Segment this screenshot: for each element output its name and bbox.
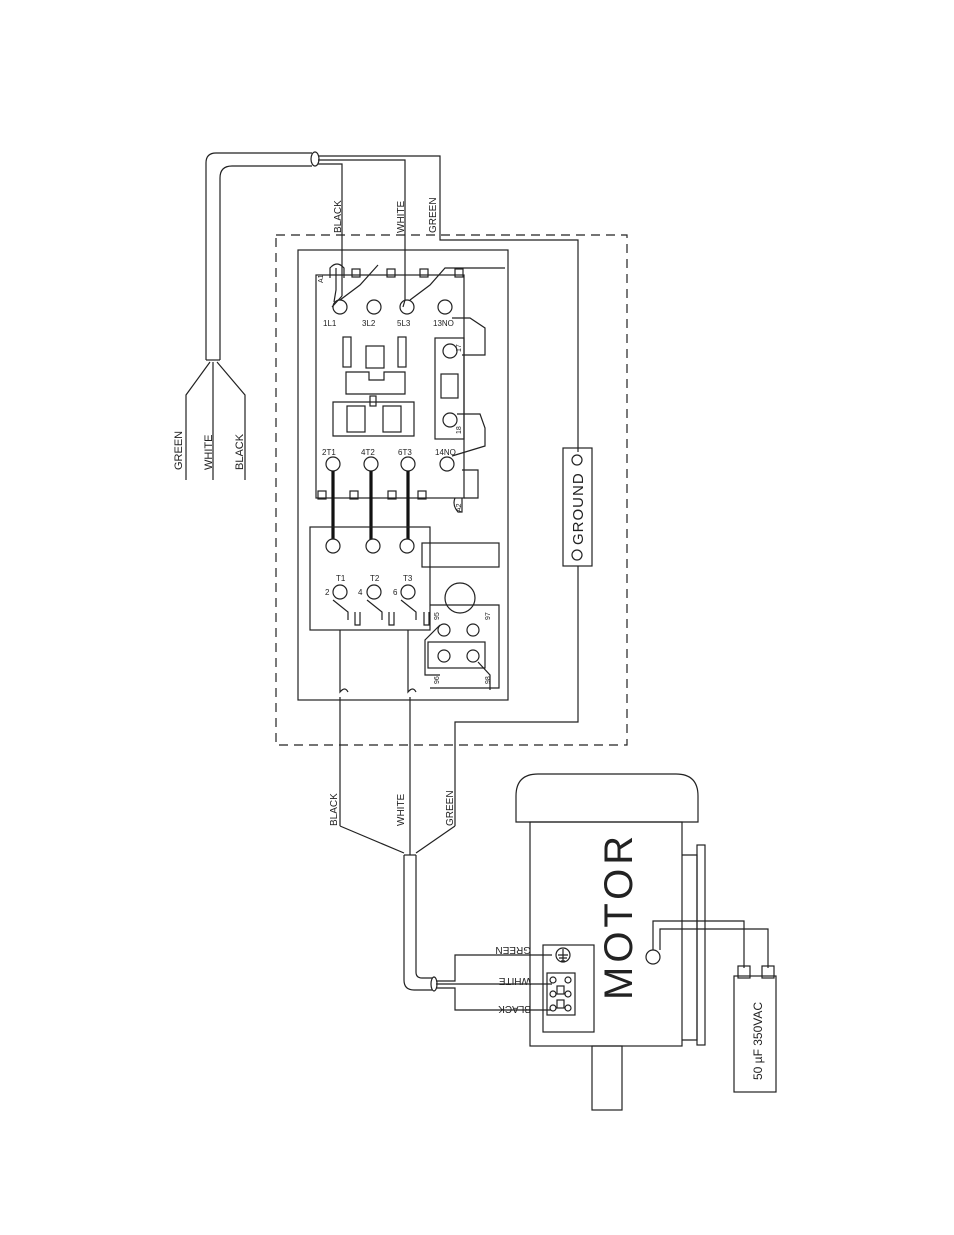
label-3l2: 3L2 <box>362 319 376 328</box>
label-2: 2 <box>325 588 330 597</box>
label-4t2: 4T2 <box>361 448 375 457</box>
motor-label-white: WHITE <box>498 975 531 986</box>
label-13no: 13NO <box>433 319 454 328</box>
motor-feed-cable <box>340 697 455 991</box>
terminal-13no <box>438 300 452 314</box>
terminal-96 <box>438 650 450 662</box>
terminal-14no <box>440 457 454 471</box>
label-17: 17 <box>456 344 463 352</box>
terminal-17 <box>443 344 457 358</box>
label-98: 98 <box>485 676 492 684</box>
label-96: 96 <box>434 676 441 684</box>
label-t2: T2 <box>370 574 380 583</box>
ground-label: GROUND <box>570 472 587 545</box>
capacitor-label: 50 µF 350VAC <box>751 1002 765 1080</box>
label-2t1: 2T1 <box>322 448 336 457</box>
overload-input-1 <box>326 539 340 553</box>
label-95: 95 <box>434 612 441 620</box>
label-14no: 14NO <box>435 448 456 457</box>
terminal-18 <box>443 413 457 427</box>
ground-screw-top <box>572 455 582 465</box>
supply-cord <box>186 152 578 480</box>
terminal-2t1 <box>326 457 340 471</box>
label-t3: T3 <box>403 574 413 583</box>
cord-label-white: WHITE <box>203 435 215 470</box>
cord-label-green: GREEN <box>173 431 185 470</box>
panel-entry-label-white: WHITE <box>396 200 407 233</box>
overload-t1 <box>333 585 347 599</box>
motor-label-black: BLACK <box>498 1003 531 1014</box>
label-6t3: 6T3 <box>398 448 412 457</box>
reset-dial <box>445 583 475 613</box>
capacitor-port <box>646 950 660 964</box>
terminal-6t3 <box>401 457 415 471</box>
label-t1: T1 <box>336 574 346 583</box>
feed-label-green: GREEN <box>445 790 456 826</box>
motor-shaft <box>592 1046 622 1110</box>
terminal-97 <box>467 624 479 636</box>
cord-label-black: BLACK <box>234 433 246 470</box>
motor-label-green: GREEN <box>495 944 531 955</box>
terminal-98 <box>467 650 479 662</box>
label-a1: A1 <box>318 274 325 283</box>
terminal-5l3 <box>400 300 414 314</box>
feed-label-black: BLACK <box>329 793 340 826</box>
overload-input-2 <box>366 539 380 553</box>
panel-entry-label-green: GREEN <box>428 197 439 233</box>
label-18: 18 <box>456 426 463 434</box>
label-a2: A2 <box>456 503 463 512</box>
terminal-1l1 <box>333 300 347 314</box>
label-1l1: 1L1 <box>323 319 337 328</box>
label-5l3: 5L3 <box>397 319 411 328</box>
label-97: 97 <box>485 612 492 620</box>
panel-entry-label-black: BLACK <box>333 200 344 233</box>
terminal-3l2 <box>367 300 381 314</box>
motor <box>516 774 768 1110</box>
overload-input-3 <box>400 539 414 553</box>
label-4: 4 <box>358 588 363 597</box>
feed-label-white: WHITE <box>396 793 407 826</box>
terminal-4t2 <box>364 457 378 471</box>
motor-label: MOTOR <box>597 832 641 1000</box>
overload-t2 <box>367 585 381 599</box>
ground-screw-bottom <box>572 550 582 560</box>
overload-t3 <box>401 585 415 599</box>
overload-relay <box>310 527 499 690</box>
label-6: 6 <box>393 588 398 597</box>
